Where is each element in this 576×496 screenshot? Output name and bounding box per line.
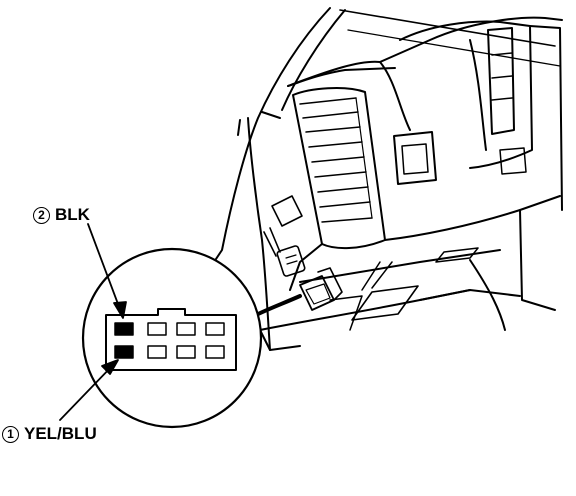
left-air-vent (292, 87, 386, 250)
wire-harness (248, 227, 343, 320)
wire-color-label: YEL/BLU (24, 424, 97, 443)
terminal-empty (176, 345, 196, 359)
lower-dash-panel (259, 247, 521, 351)
callout-blk: 2 BLK (33, 205, 90, 225)
dash-bracket (271, 195, 303, 227)
a-pillar (213, 7, 331, 263)
terminal-empty (205, 345, 225, 359)
leader-lines (59, 223, 127, 421)
terminal-empty (176, 322, 196, 336)
leader-1 (59, 363, 115, 421)
terminal-empty (205, 322, 225, 336)
terminal-empty (147, 322, 167, 336)
leader-2 (87, 223, 122, 313)
wire-color-label: BLK (55, 205, 90, 224)
dashboard-illustration (213, 7, 563, 351)
connector-housing (105, 308, 237, 371)
callout-number: 1 (2, 425, 19, 443)
arrowhead-2 (113, 301, 127, 319)
callout-number: 2 (33, 206, 50, 224)
cluster-hood (399, 20, 563, 211)
arrowhead-1 (101, 359, 119, 375)
dash-top (287, 16, 563, 87)
terminal-empty (147, 345, 167, 359)
terminal-black-1 (114, 345, 134, 359)
harness-plug (276, 245, 306, 277)
terminal-black-2 (114, 322, 134, 336)
callout-yel-blu: 1 YEL/BLU (2, 424, 97, 444)
connector-zoom (81, 247, 263, 429)
dash-switch (393, 131, 437, 185)
